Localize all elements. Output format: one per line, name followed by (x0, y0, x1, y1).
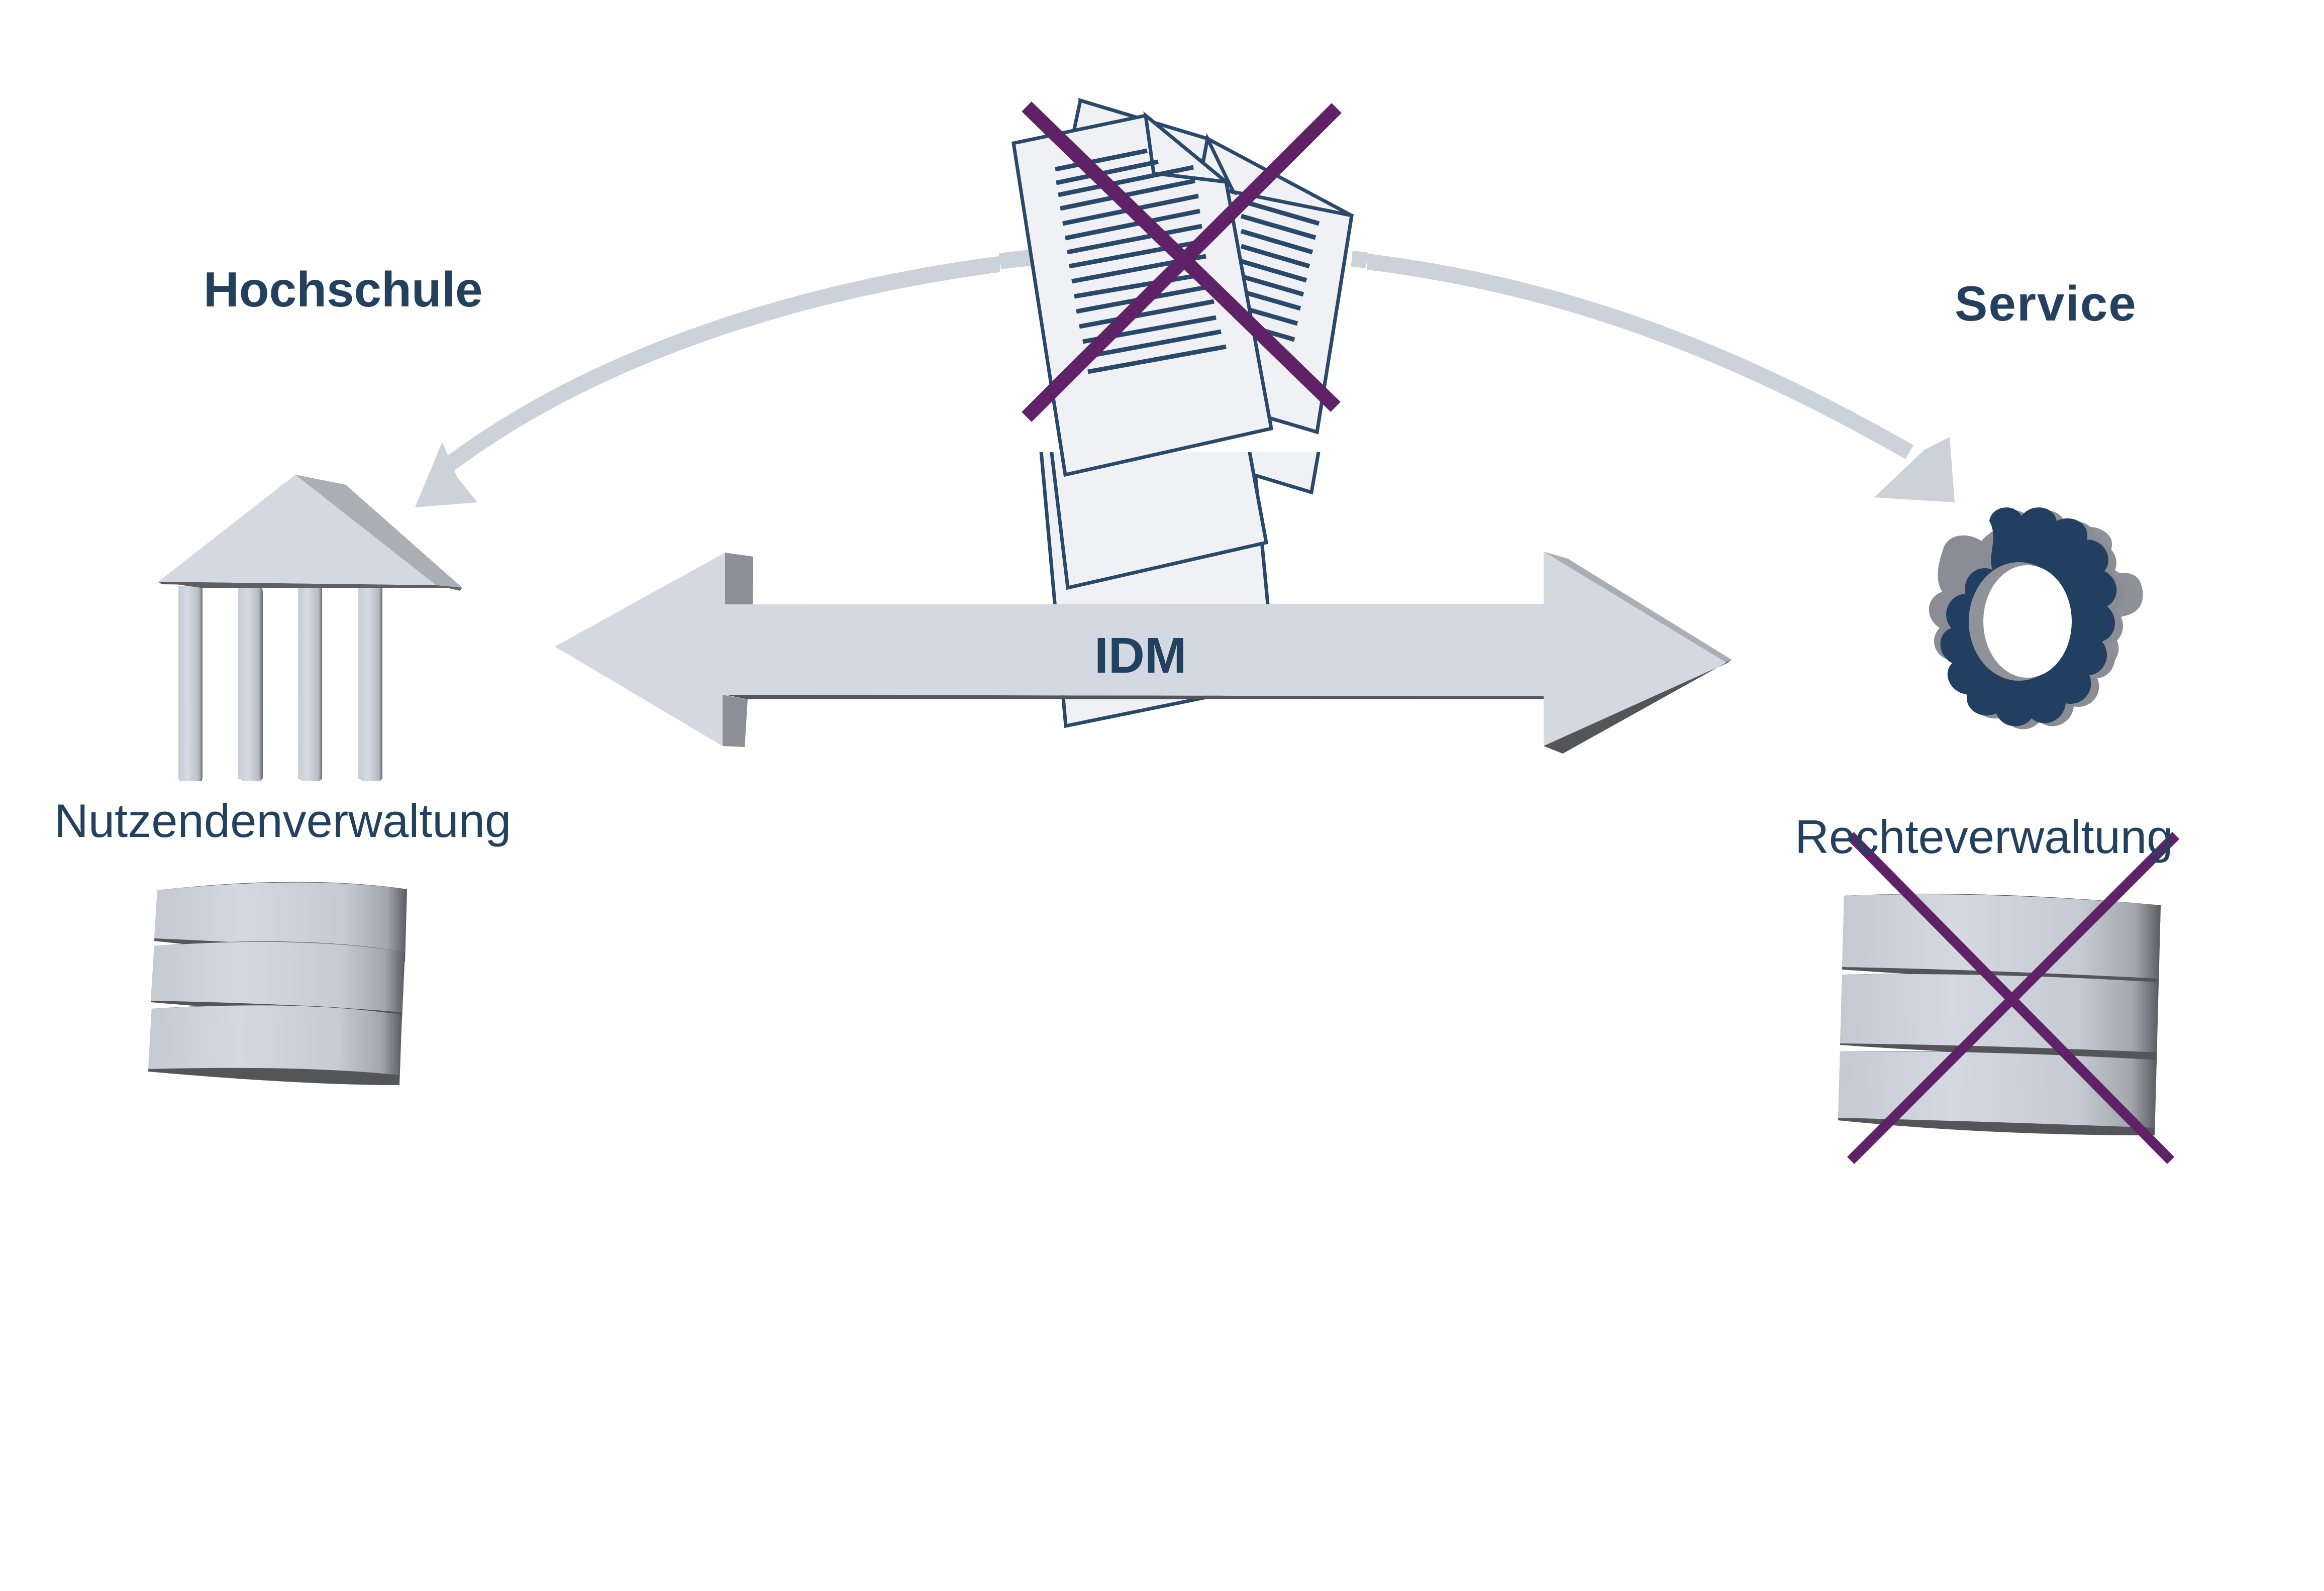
hochschule-heading: Hochschule (204, 262, 483, 317)
nutzendenverwaltung-label: Nutzendenverwaltung (54, 794, 512, 847)
arc-arrow-to-hochschule (415, 251, 1046, 507)
gear-icon-clean (1940, 507, 2125, 729)
arc-arrow-to-service (1341, 251, 1955, 502)
database-cross-out (1846, 831, 2180, 1164)
service-heading: Service (1955, 276, 2137, 331)
building-roof (158, 475, 462, 588)
documents-cross-out (1022, 101, 1342, 422)
building-pillars (178, 586, 382, 779)
double-headed-arrow-icon (555, 552, 1732, 754)
idm-label: IDM (1094, 627, 1187, 684)
rechteverwaltung-label: Rechteverwaltung (1795, 810, 2173, 863)
database-icon-nutzendenverwaltung (148, 882, 407, 1085)
